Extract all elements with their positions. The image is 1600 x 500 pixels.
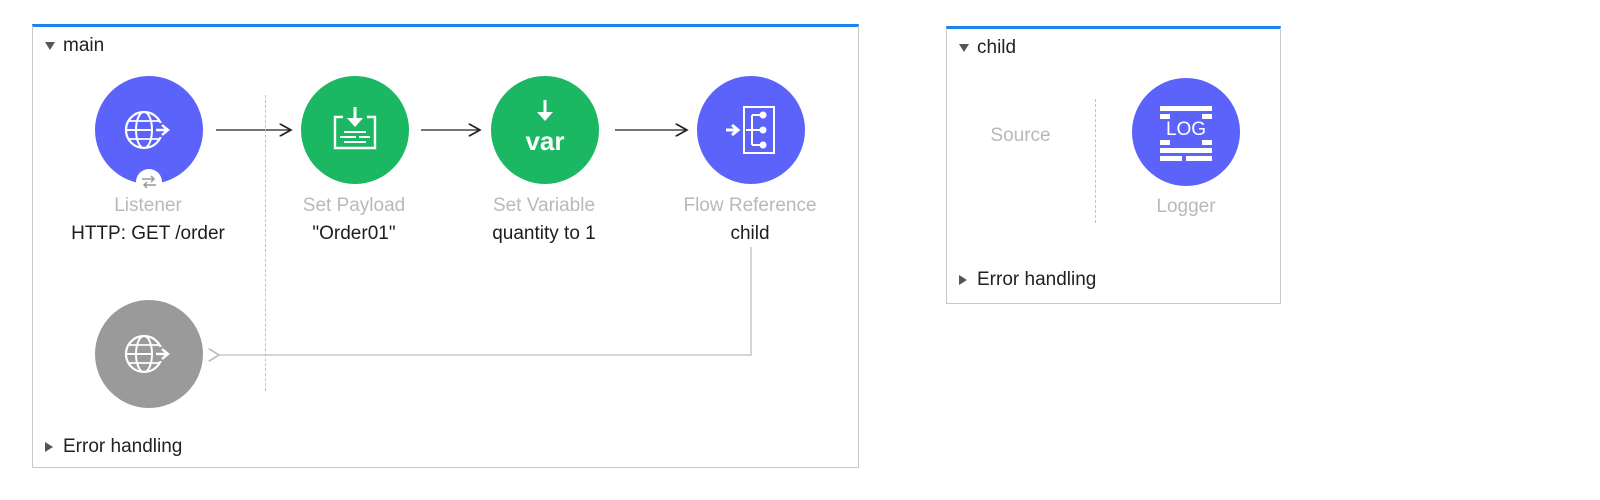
collapse-caret-icon[interactable] xyxy=(45,42,55,50)
flow-reference-icon xyxy=(726,106,775,154)
child-flow-name: child xyxy=(977,37,1017,58)
main-error-handling-label: Error handling xyxy=(63,436,183,457)
source-separator xyxy=(1095,99,1096,223)
listener-detail-label: HTTP: GET /order xyxy=(71,223,225,244)
child-error-handling-toggle[interactable]: Error handling xyxy=(959,269,1096,291)
source-separator xyxy=(265,95,266,391)
http-listener-icon xyxy=(124,110,175,150)
logger-type-label: Logger xyxy=(1156,196,1216,217)
main-error-handling-toggle[interactable]: Error handling xyxy=(45,436,182,458)
set-variable-node[interactable]: var xyxy=(491,76,599,184)
expand-caret-icon[interactable] xyxy=(45,442,53,452)
expand-caret-icon[interactable] xyxy=(959,275,967,285)
logger-icon-text: LOG xyxy=(1166,119,1206,140)
set-payload-node[interactable] xyxy=(301,76,409,184)
child-error-handling-label: Error handling xyxy=(977,269,1097,290)
main-flow-header[interactable]: main xyxy=(45,35,104,57)
collapse-caret-icon[interactable] xyxy=(959,44,969,52)
set-variable-type-label: Set Variable xyxy=(492,195,596,216)
two-way-icon xyxy=(136,169,162,195)
listener-node[interactable] xyxy=(95,76,203,184)
http-response-node[interactable] xyxy=(95,300,203,408)
set-payload-icon xyxy=(333,107,377,150)
source-placeholder[interactable]: Source xyxy=(990,125,1051,146)
var-icon-text: var xyxy=(525,126,564,156)
listener-type-label: Listener xyxy=(114,195,182,216)
flow-connectors xyxy=(33,27,752,471)
flow-reference-detail-label: child xyxy=(730,223,770,244)
flow-reference-type-label: Flow Reference xyxy=(683,195,817,216)
http-response-icon xyxy=(124,334,175,374)
var-icon: var xyxy=(525,100,565,156)
main-flow-container: main Listener HTTP: GET xyxy=(32,24,859,468)
set-payload-type-label: Set Payload xyxy=(302,195,406,216)
set-payload-detail-label: "Order01" xyxy=(312,223,396,244)
set-variable-detail-label: quantity to 1 xyxy=(492,223,596,244)
child-flow-header[interactable]: child xyxy=(959,37,1016,59)
logger-node[interactable]: LOG xyxy=(1132,78,1240,186)
flow-reference-node[interactable] xyxy=(697,76,805,184)
return-path-connector xyxy=(219,247,752,355)
logger-icon: LOG xyxy=(1160,106,1212,161)
main-flow-name: main xyxy=(63,35,105,56)
child-flow-container: child Source LOG Logger Error handling xyxy=(946,26,1281,304)
